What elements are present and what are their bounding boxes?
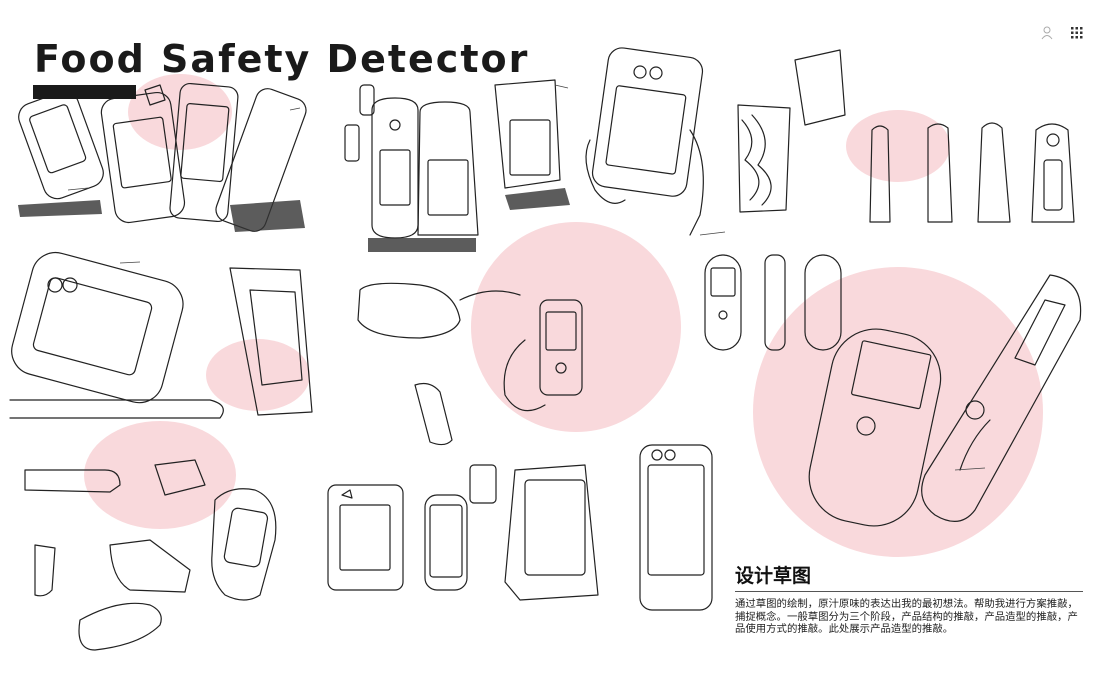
section-heading: 设计草图 — [735, 565, 812, 587]
top-toolbar — [1039, 25, 1085, 41]
grid-menu-icon[interactable] — [1069, 25, 1085, 41]
section-description: 通过草图的绘制，原汁原味的表达出我的最初想法。帮助我进行方案推敲，捕捉概念。一般… — [735, 598, 1078, 635]
blob-right-large — [753, 267, 1043, 557]
sketch-group-row3-left — [24, 459, 277, 651]
blob-bottom-left — [84, 421, 236, 529]
title-underline-bar — [33, 85, 136, 99]
person-icon[interactable] — [1039, 25, 1055, 41]
page-title: Food Safety Detector — [34, 37, 530, 81]
sketch-group-large-right — [808, 274, 1082, 527]
sketch-group-row2-left — [9, 251, 313, 419]
blob-top-right — [846, 110, 950, 182]
blob-mid-left — [206, 339, 310, 411]
sketch-group-row3-center — [327, 444, 713, 611]
section-divider — [735, 591, 1083, 592]
sketch-group-row1-right — [869, 122, 1075, 223]
sketch-group-row1-center — [344, 79, 570, 252]
highlight-blobs — [84, 74, 1043, 557]
sketch-group-row2-center — [357, 282, 583, 504]
annotation-marks — [67, 84, 986, 471]
sketch-group-row2-right — [704, 254, 842, 351]
sketch-group-row1-hand — [585, 47, 846, 236]
